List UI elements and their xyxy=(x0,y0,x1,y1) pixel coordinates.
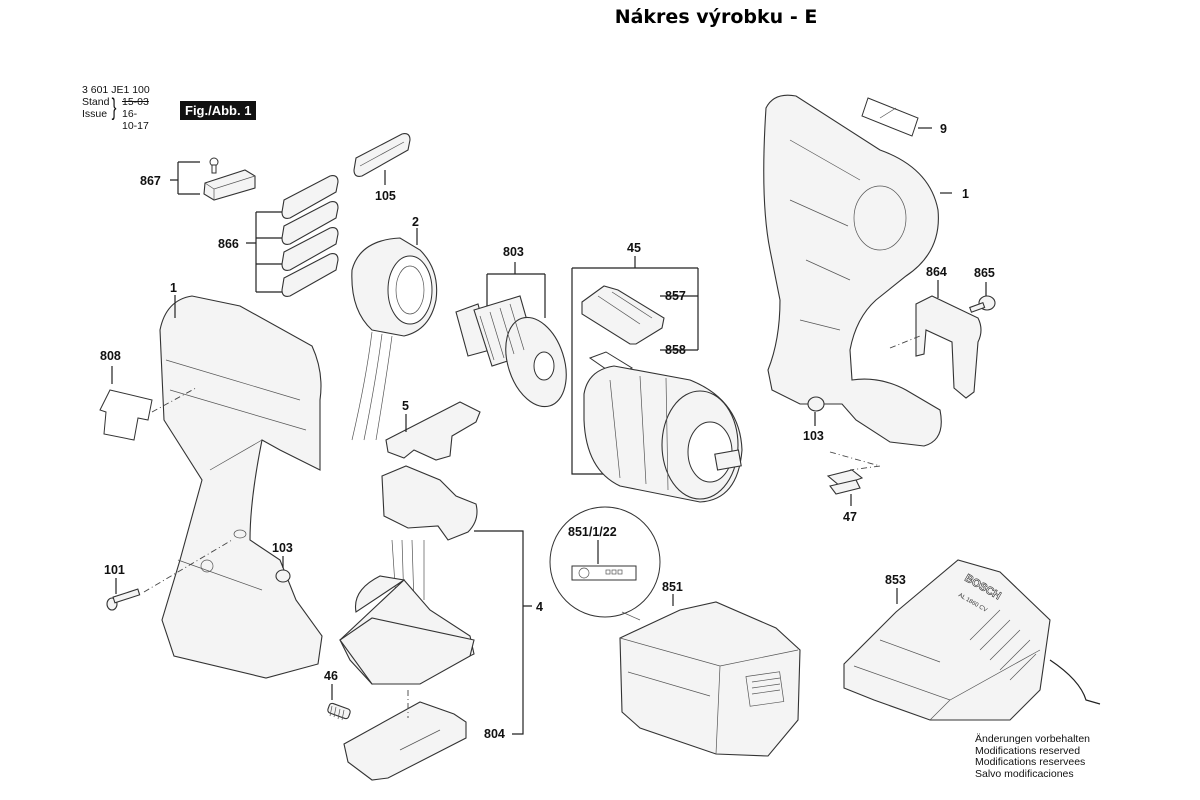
assembly-line-808 xyxy=(151,387,197,413)
assembly-line-864 xyxy=(889,335,921,349)
assembly-line-101 xyxy=(143,539,233,593)
issue-value: 16-10-17 xyxy=(122,108,149,132)
leader-867 xyxy=(170,161,200,195)
part-853-charger: BOSCH AL 1860 CV xyxy=(843,559,1101,721)
detail-circle-851-1-22 xyxy=(549,506,661,621)
part-5-switch-cover xyxy=(385,401,481,461)
part-864-clip xyxy=(915,295,982,399)
callout-853: 853 xyxy=(885,573,906,587)
callout-867: 867 xyxy=(140,174,161,188)
disclaimer-line-de: Änderungen vorbehalten xyxy=(975,733,1091,745)
part-47-pad xyxy=(826,469,864,495)
page-title: Nákres výrobku - E xyxy=(614,6,818,28)
callout-808: 808 xyxy=(100,349,121,363)
callout-1-right: 1 xyxy=(962,187,969,201)
callout-803: 803 xyxy=(503,245,524,259)
part-2-stator xyxy=(351,237,438,441)
callout-103-right: 103 xyxy=(803,429,824,443)
part-46-spring xyxy=(327,702,351,721)
part-866-caps xyxy=(281,175,339,297)
callout-4: 4 xyxy=(536,600,543,614)
part-45-gearbox xyxy=(583,351,743,503)
issue-label: Issue xyxy=(82,108,108,120)
disclaimer-line-es: Salvo modificaciones xyxy=(975,767,1074,780)
callout-851: 851 xyxy=(662,580,683,594)
callout-9: 9 xyxy=(940,122,947,136)
part-105-cap xyxy=(353,133,411,177)
disclaimer-line-fr: Modifications reservees xyxy=(975,756,1086,769)
callout-857: 857 xyxy=(665,289,686,303)
part-1-housing-left xyxy=(159,295,323,679)
part-103-nut-left xyxy=(275,569,291,583)
part-103-nut-right xyxy=(807,396,825,412)
callout-47: 47 xyxy=(843,510,857,524)
callout-865: 865 xyxy=(974,266,995,280)
part-865-screw xyxy=(969,295,996,313)
part-851-battery xyxy=(619,601,801,757)
disclaimer-line-en: Modifications reserved xyxy=(975,744,1081,757)
part-808-label xyxy=(99,389,153,441)
part-1-housing-right xyxy=(763,94,942,447)
callout-45: 45 xyxy=(627,241,641,255)
part-4-switch-module xyxy=(339,465,478,685)
callout-46: 46 xyxy=(324,669,338,683)
callout-866: 866 xyxy=(218,237,239,251)
part-857-cover xyxy=(581,285,665,345)
assembly-line-47 xyxy=(829,451,881,471)
leader-45-bracket xyxy=(571,256,699,475)
part-867-holder xyxy=(203,157,256,201)
callout-103-left: 103 xyxy=(272,541,293,555)
callout-2: 2 xyxy=(412,215,419,229)
part-number: 3 601 JE1 100 xyxy=(82,84,150,96)
stand-value: 15-03 xyxy=(122,96,149,108)
stand-label: Stand xyxy=(82,96,110,108)
drawing-info: 3 601 JE1 100 Stand Issue } 15-03 16-10-… xyxy=(82,84,150,132)
leader-4 xyxy=(474,530,532,735)
part-804-base-plate xyxy=(343,701,467,781)
callout-804: 804 xyxy=(484,727,505,741)
callout-864: 864 xyxy=(926,265,947,279)
part-9-label xyxy=(861,97,919,137)
part-803-armature xyxy=(455,295,567,408)
callout-858: 858 xyxy=(665,343,686,357)
callout-101: 101 xyxy=(104,563,125,577)
leader-803 xyxy=(486,262,546,318)
part-101-screw xyxy=(106,588,141,611)
figure-badge: Fig./Abb. 1 xyxy=(180,101,257,120)
modifications-disclaimer: Änderungen vorbehalten Modifications res… xyxy=(975,733,1091,780)
callout-1-left: 1 xyxy=(170,281,177,295)
callout-851-1-22: 851/1/22 xyxy=(568,525,617,539)
callout-105: 105 xyxy=(375,189,396,203)
callout-5: 5 xyxy=(402,399,409,413)
brace-glyph: } xyxy=(111,94,117,121)
leader-866 xyxy=(246,211,282,293)
